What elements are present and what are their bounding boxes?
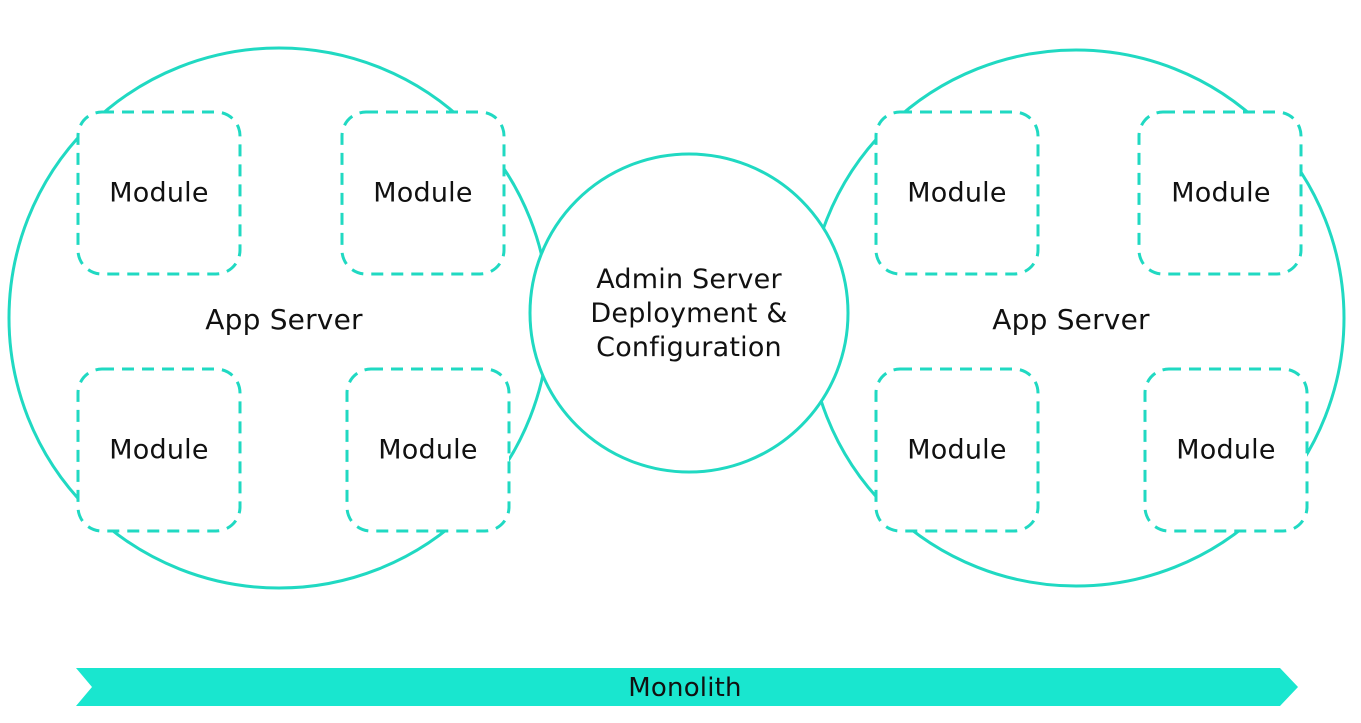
right-app-server-label: App Server [992,303,1150,336]
module-box-right-3 [874,367,1040,533]
module-box-right-2 [1137,110,1303,276]
module-box-left-2 [340,110,506,276]
monolith-arrow [76,668,1298,706]
left-module-label-2: Module [373,177,473,209]
left-module-label-4: Module [378,434,478,466]
admin-server-line-2: Deployment & [590,298,788,329]
right-module-label-2: Module [1171,177,1271,209]
right-module-label-4: Module [1176,434,1276,466]
module-box-left-4 [345,367,511,533]
admin-server-label: Admin Server Deployment & Configuration [549,263,829,365]
right-module-label-1: Module [907,177,1007,209]
admin-server-circle [528,152,850,474]
left-module-label-3: Module [109,434,209,466]
admin-server-line-1: Admin Server [596,264,782,295]
monolith-label: Monolith [628,673,742,703]
module-box-right-4 [1143,367,1309,533]
module-box-left-1 [76,110,242,276]
left-module-label-1: Module [109,177,209,209]
module-box-left-3 [76,367,242,533]
right-module-label-3: Module [907,434,1007,466]
module-box-right-1 [874,110,1040,276]
admin-server-line-3: Configuration [596,332,782,363]
left-app-server-label: App Server [205,303,363,336]
